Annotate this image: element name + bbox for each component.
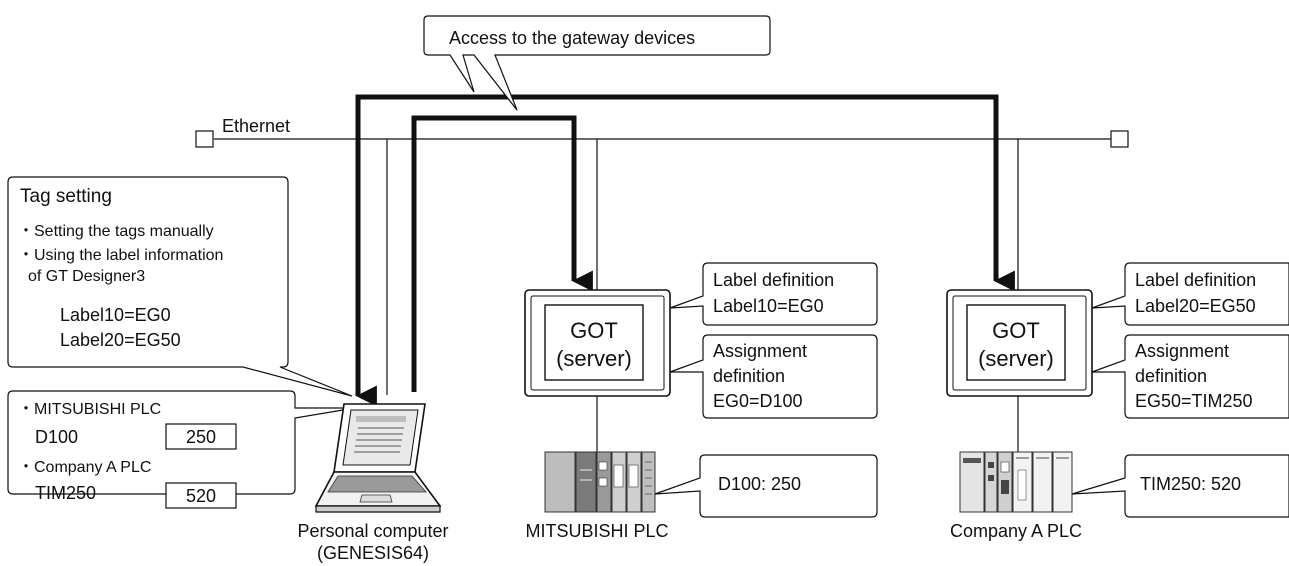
company-value-field: [165, 482, 237, 509]
access-callout: Access to the gateway devices: [423, 15, 771, 111]
got1-plc-value-box: D100: 250: [654, 454, 878, 518]
bus-terminator-right: [1110, 130, 1129, 148]
got2-label-definition-box: Label definition Label20=EG50: [1091, 262, 1289, 326]
got1-label-definition-box: Label definition Label10=EG0: [669, 262, 878, 326]
access-arrow-outer: [355, 94, 1015, 396]
got1-plc-value: D100: 250: [718, 474, 801, 494]
got2-title: GOT: [992, 318, 1040, 343]
company-device: TIM250: [35, 483, 96, 503]
mitsubishi-value: 250: [186, 427, 216, 447]
mitsubishi-plc-caption: MITSUBISHI PLC: [525, 521, 668, 541]
got1-assignment-subtitle: definition: [713, 366, 785, 386]
pc-caption-software: (GENESIS64): [317, 543, 429, 563]
got2-plc-value-box: TIM250: 520: [1071, 454, 1289, 518]
laptop-icon: [314, 403, 442, 513]
tag-setting-item-label-info: ・Using the label information: [18, 247, 223, 264]
mitsubishi-plc-icon: [544, 451, 656, 513]
access-callout-text: Access to the gateway devices: [449, 28, 695, 48]
company-value: 520: [186, 486, 216, 506]
got2-device: GOT (server): [946, 289, 1093, 397]
got2-role: (server): [978, 346, 1054, 371]
ethernet-label: Ethernet: [222, 116, 290, 136]
access-arrow-inner: [411, 115, 593, 392]
got2-label-definition-title: Label definition: [1135, 270, 1256, 290]
got2-assignment-value: EG50=TIM250: [1135, 391, 1253, 411]
mitsubishi-device: D100: [35, 427, 78, 447]
got1-assignment-box: Assignment definition EG0=D100: [669, 334, 878, 419]
tag-setting-title: Tag setting: [20, 186, 112, 207]
got2-label-definition-value: Label20=EG50: [1135, 296, 1256, 316]
bus-terminator-left: [195, 130, 214, 148]
tag-setting-item-manual: ・Setting the tags manually: [18, 223, 214, 240]
tag-setting-item-designer: of GT Designer3: [28, 268, 145, 285]
got2-assignment-subtitle: definition: [1135, 366, 1207, 386]
got1-screen: [544, 304, 644, 381]
mitsubishi-plc-header: ・MITSUBISHI PLC: [18, 401, 161, 418]
company-a-plc-icon: [959, 451, 1073, 513]
got1-assignment-title: Assignment: [713, 341, 807, 361]
got1-label-definition-value: Label10=EG0: [713, 296, 824, 316]
pc-caption: Personal computer: [297, 521, 448, 541]
got1-label-definition-title: Label definition: [713, 270, 834, 290]
got2-assignment-title: Assignment: [1135, 341, 1229, 361]
company-a-plc-caption: Company A PLC: [950, 521, 1082, 541]
tag-setting-label10: Label10=EG0: [60, 305, 171, 325]
mitsubishi-value-field: [165, 423, 237, 450]
got2-plc-value: TIM250: 520: [1140, 474, 1241, 494]
got1-title: GOT: [570, 318, 618, 343]
ethernet-bus: Ethernet: [195, 116, 1129, 148]
company-plc-header: ・Company A PLC: [18, 459, 151, 476]
got2-screen: [966, 304, 1066, 381]
got1-device: GOT (server): [524, 289, 671, 397]
got1-assignment-value: EG0=D100: [713, 391, 803, 411]
got2-assignment-box: Assignment definition EG50=TIM250: [1091, 334, 1289, 419]
tag-setting-box: Tag setting ・Setting the tags manually ・…: [7, 176, 353, 397]
got1-role: (server): [556, 346, 632, 371]
pc-values-box: ・MITSUBISHI PLC D100 250 ・Company A PLC …: [7, 390, 356, 509]
tag-setting-label20: Label20=EG50: [60, 330, 181, 350]
